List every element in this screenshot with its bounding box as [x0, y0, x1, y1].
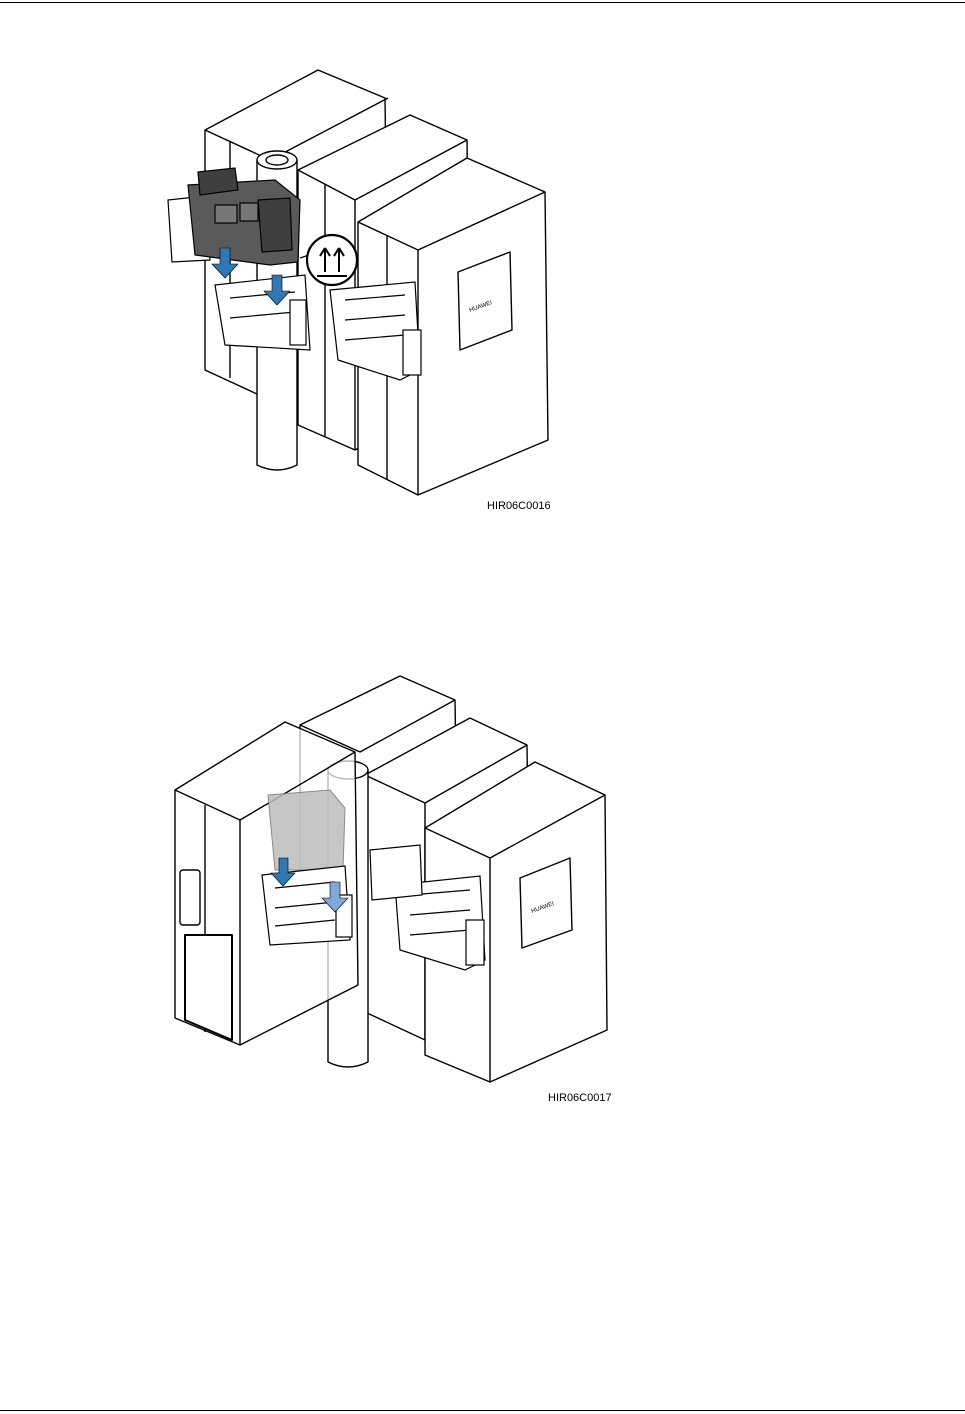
figure-2-drawing: HUAWEI	[165, 670, 615, 1090]
figure-id-label: HIR06C0017	[548, 1092, 612, 1104]
header-rule	[0, 2, 965, 3]
this-side-up-icon	[307, 235, 357, 285]
installation-figure-2: HUAWEI	[165, 670, 615, 1090]
figure-1-drawing: HUAWEI	[150, 60, 570, 500]
footer-rule	[0, 1410, 965, 1411]
mounting-bracket-middle	[370, 845, 422, 900]
figure-id-label: HIR06C0016	[487, 500, 551, 512]
installation-figure-1: HUAWEI	[150, 60, 570, 500]
